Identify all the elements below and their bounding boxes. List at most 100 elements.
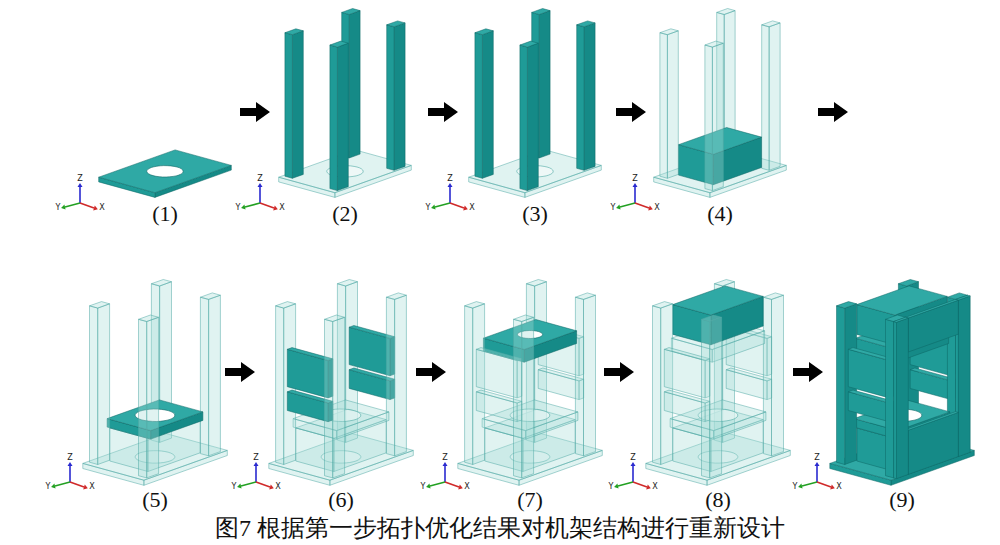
part-face — [276, 302, 296, 309]
flow-arrow — [428, 102, 458, 122]
part-face — [395, 295, 407, 456]
part-face — [653, 302, 673, 309]
axis-arrowhead — [830, 485, 835, 490]
axis-arrowhead — [51, 484, 56, 489]
part-face — [673, 286, 763, 315]
part-face — [660, 33, 668, 179]
part-face — [276, 306, 284, 465]
axis-arrow — [245, 203, 260, 207]
part-face — [653, 306, 661, 465]
figure-caption: 图7 根据第一步拓扑优化结果对机架结构进行重新设计 — [215, 516, 785, 540]
part-face — [958, 296, 970, 457]
panel-number: (2) — [332, 203, 358, 225]
part-face — [705, 45, 713, 191]
axis-label: Y — [232, 483, 237, 491]
part-face — [147, 317, 159, 478]
axis-arrow — [255, 466, 257, 482]
part-face — [527, 43, 538, 190]
axis-label: Z — [67, 454, 72, 462]
part-face — [90, 306, 98, 465]
part-face — [896, 318, 908, 479]
axis-label: X — [469, 204, 474, 212]
axis-arrowhead — [258, 183, 263, 187]
part-face — [762, 25, 769, 171]
axis-arrow — [802, 482, 817, 486]
axis-label: Y — [426, 204, 431, 212]
axis-label: X — [652, 483, 657, 491]
axis-arrowhead — [614, 484, 619, 489]
axis-label: Y — [609, 483, 614, 491]
frame-model — [469, 9, 602, 198]
part-face — [99, 150, 232, 193]
axis-label: X — [89, 483, 94, 491]
part-face — [702, 319, 710, 478]
part-face — [898, 280, 918, 287]
part-face — [325, 319, 333, 478]
axis-arrow — [634, 187, 636, 203]
axis-label: Z — [447, 175, 452, 183]
part-face — [387, 21, 405, 27]
axis-arrow — [632, 466, 634, 482]
part-face — [956, 295, 971, 300]
part-face — [465, 306, 473, 465]
axis-arrowhead — [448, 183, 453, 187]
frame-model — [458, 280, 603, 486]
axis-arrow — [635, 203, 649, 208]
part-face — [763, 297, 771, 456]
flow-arrow — [604, 362, 634, 382]
axis-arrow — [259, 187, 261, 203]
axis-arrow — [618, 482, 633, 486]
axis-label: X — [275, 483, 280, 491]
axis-label: X — [464, 483, 469, 491]
part-face — [465, 302, 485, 309]
axis-arrow — [450, 203, 464, 208]
axis-label: Y — [46, 483, 51, 491]
flow-arrow — [818, 102, 848, 122]
part-face — [717, 9, 735, 15]
axis-label: X — [654, 204, 659, 212]
axis-arrow — [55, 482, 70, 486]
part-face — [520, 41, 538, 47]
part-face — [894, 317, 909, 322]
panel-number: (9) — [889, 489, 915, 511]
part-face — [894, 322, 897, 479]
part-face — [575, 297, 583, 456]
part-face — [285, 33, 293, 179]
axis-label: Y — [421, 483, 426, 491]
part-face — [763, 293, 783, 300]
axis-arrowhead — [93, 206, 98, 211]
part-face — [330, 41, 348, 47]
axis-label: Z — [257, 175, 262, 183]
part-face — [762, 21, 780, 27]
axis-arrow — [70, 482, 84, 487]
part-face — [577, 25, 584, 171]
part-face — [475, 33, 483, 179]
part-face — [520, 45, 528, 191]
part-face — [532, 9, 550, 15]
axis-arrow — [435, 203, 450, 207]
part-face — [139, 315, 159, 322]
part-face — [710, 317, 722, 478]
part-face — [349, 11, 360, 158]
flow-arrow — [240, 102, 270, 122]
part-face — [575, 293, 595, 300]
axis-arrowhead — [254, 462, 259, 466]
part-face — [151, 280, 171, 287]
axis-label: X — [836, 483, 841, 491]
part-face — [837, 306, 845, 465]
part-face — [772, 295, 784, 456]
axis-label: X — [279, 204, 284, 212]
flow-arrow — [616, 102, 646, 122]
part-face — [886, 319, 894, 478]
axis-arrowhead — [631, 462, 636, 466]
axis-label: Z — [253, 454, 258, 462]
part-face — [660, 29, 678, 35]
axis-arrow — [620, 203, 635, 207]
part-face — [386, 297, 394, 456]
axis-label: Z — [442, 454, 447, 462]
axis-arrowhead — [241, 205, 246, 210]
part-face — [539, 11, 550, 158]
axis-arrow — [241, 482, 256, 486]
